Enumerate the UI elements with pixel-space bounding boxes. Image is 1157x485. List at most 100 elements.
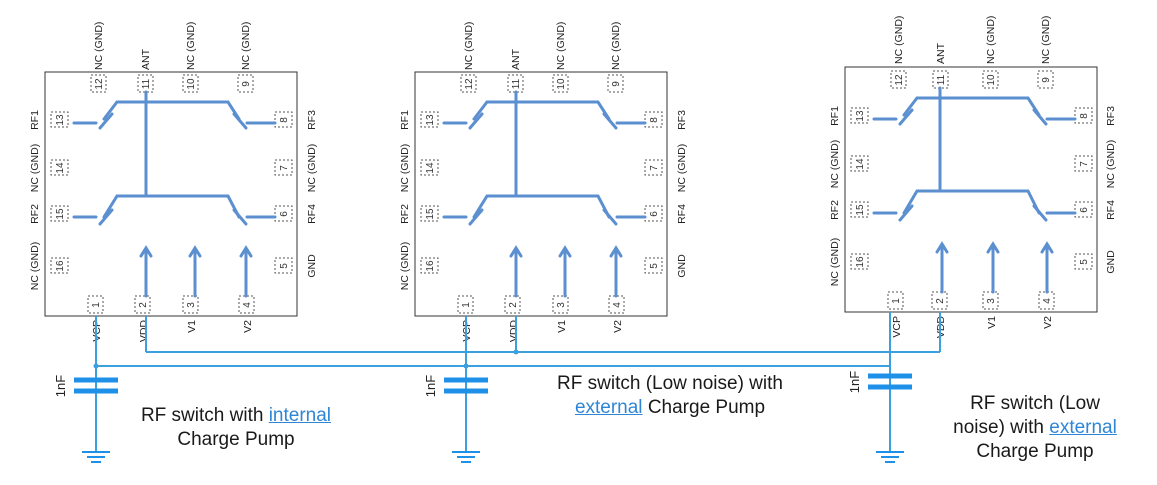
pin-label-12: NC (GND) <box>893 16 905 64</box>
capacitor-label: 1nF <box>423 375 438 397</box>
pin-label-9: NC (GND) <box>610 22 622 70</box>
pin-label-14: NC (GND) <box>29 144 41 192</box>
external-link[interactable]: external <box>574 397 643 418</box>
pin-label-5: GND <box>306 254 318 278</box>
pin-number-1: 1 <box>891 298 902 304</box>
switch-network <box>442 90 647 298</box>
pin-label-15: RF2 <box>829 200 841 220</box>
pin-label-6: RF4 <box>1105 200 1117 220</box>
caption-module-3: RF switch (Low noise) with external Char… <box>920 392 1150 464</box>
pin-label-7: NC (GND) <box>676 144 688 192</box>
internal-link[interactable]: internal <box>268 405 332 426</box>
pin-label-10: NC (GND) <box>985 16 997 64</box>
pin-number-1: 1 <box>91 302 102 308</box>
caption-text: Charge Pump <box>642 397 766 418</box>
pin-label-5: GND <box>676 254 688 278</box>
pin-box-7 <box>644 159 663 176</box>
switch-network <box>72 90 277 298</box>
pin-label-3: V1 <box>986 316 998 329</box>
pin-label-14: NC (GND) <box>399 144 411 192</box>
pin-label-9: NC (GND) <box>240 22 252 70</box>
switch-module-1: 12 11 10 9 1 2 3 4 13 14 15 16 8 7 6 5 N… <box>29 22 318 463</box>
pin-number-3: 3 <box>556 302 567 308</box>
pin-label-7: NC (GND) <box>1105 140 1117 188</box>
pin-label-12: NC (GND) <box>463 22 475 70</box>
pin-number-7: 7 <box>649 165 660 171</box>
pin-box-5 <box>644 257 663 274</box>
pin-number-12: 12 <box>894 74 905 86</box>
pin-label-4: V2 <box>242 320 254 333</box>
switch-module-3: 12 11 10 9 1 2 3 4 13 14 15 16 8 7 6 5 N… <box>829 16 1117 463</box>
pin-box-15 <box>850 201 869 218</box>
pin-label-13: RF1 <box>29 110 41 130</box>
pin-label-11: ANT <box>935 42 947 64</box>
pin-label-5: GND <box>1105 250 1117 274</box>
pin-label-6: RF4 <box>306 204 318 224</box>
pin-label-3: V1 <box>186 320 198 333</box>
pin-label-4: V2 <box>1042 316 1054 329</box>
ground-icon <box>81 451 111 463</box>
pin-label-2: VDD <box>508 320 520 343</box>
pin-number-12: 12 <box>464 78 475 90</box>
pin-number-5: 5 <box>1079 259 1090 265</box>
chip-outline <box>44 71 298 317</box>
pin-box-7 <box>1074 155 1093 172</box>
switch-network <box>872 86 1077 294</box>
pin-box-6 <box>274 205 293 222</box>
capacitor-label: 1nF <box>53 375 68 397</box>
pin-label-1: VCP <box>891 316 903 338</box>
pin-label-16: NC (GND) <box>399 242 411 290</box>
pin-number-1: 1 <box>461 302 472 308</box>
pin-number-10: 10 <box>556 78 567 90</box>
pin-number-15: 15 <box>855 204 866 216</box>
pin-number-2: 2 <box>508 302 519 308</box>
pin-number-4: 4 <box>242 302 253 308</box>
caption-text: RF switch (Low <box>970 393 1100 414</box>
pin-number-16: 16 <box>855 256 866 268</box>
pin-label-16: NC (GND) <box>29 242 41 290</box>
pin-number-16: 16 <box>55 260 66 272</box>
pin-number-14: 14 <box>855 158 866 170</box>
pin-number-11: 11 <box>511 78 522 89</box>
caption-text: Charge Pump <box>177 429 295 450</box>
pin-number-12: 12 <box>94 78 105 90</box>
caption-module-1: RF switch with internal Charge Pump <box>96 404 376 452</box>
pin-number-9: 9 <box>241 81 252 87</box>
vdd-node <box>513 349 519 355</box>
pin-box-8 <box>1074 107 1093 124</box>
pin-label-8: RF3 <box>1105 106 1117 126</box>
pin-number-9: 9 <box>1041 77 1052 83</box>
pin-label-16: NC (GND) <box>829 238 841 286</box>
pin-number-10: 10 <box>986 74 997 86</box>
pin-box-6 <box>644 205 663 222</box>
pin-box-14 <box>420 159 439 176</box>
pin-box-5 <box>274 257 293 274</box>
pin-box-8 <box>644 111 663 128</box>
pin-number-11: 11 <box>936 74 947 85</box>
pin-label-15: RF2 <box>399 204 411 224</box>
pin-number-11: 11 <box>141 78 152 89</box>
pin-label-13: RF1 <box>399 110 411 130</box>
pin-number-10: 10 <box>186 78 197 90</box>
external-link[interactable]: external <box>1049 417 1117 438</box>
pin-box-13 <box>50 111 69 128</box>
pin-label-2: VDD <box>138 320 150 343</box>
chip-outline <box>844 66 1098 313</box>
pin-number-13: 13 <box>425 114 436 126</box>
pin-box-5 <box>1074 253 1093 270</box>
pin-number-3: 3 <box>986 298 997 304</box>
pin-label-10: NC (GND) <box>555 22 567 70</box>
pin-number-6: 6 <box>1079 207 1090 213</box>
pin-number-8: 8 <box>649 117 660 123</box>
pin-label-14: NC (GND) <box>829 140 841 188</box>
pin-number-14: 14 <box>55 162 66 174</box>
pin-label-12: NC (GND) <box>93 22 105 70</box>
pin-number-3: 3 <box>186 302 197 308</box>
pin-box-15 <box>420 205 439 222</box>
pin-box-8 <box>274 111 293 128</box>
pin-number-13: 13 <box>855 110 866 122</box>
pin-box-16 <box>420 257 439 274</box>
pin-label-4: V2 <box>612 320 624 333</box>
pin-box-14 <box>50 159 69 176</box>
